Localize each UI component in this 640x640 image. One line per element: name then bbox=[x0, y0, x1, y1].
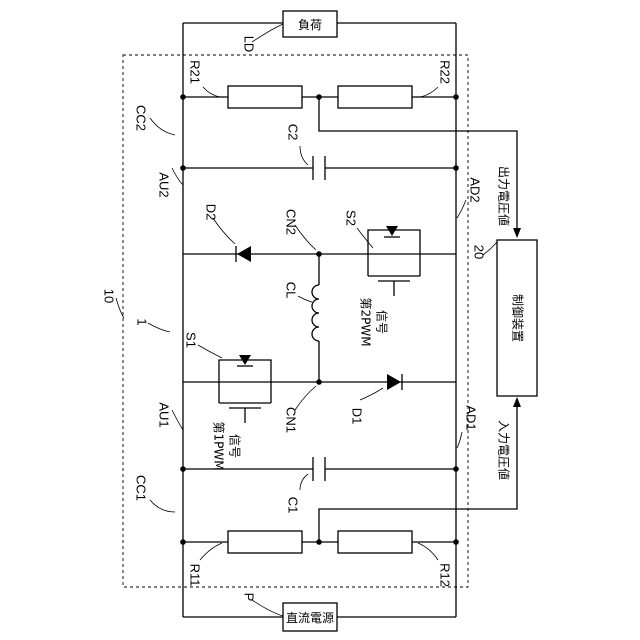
diode-d1 bbox=[387, 374, 401, 390]
pwm1-signal-label: 信号 bbox=[228, 434, 242, 458]
switch-s2-diode bbox=[386, 226, 398, 236]
load-label: 負荷 bbox=[298, 18, 322, 32]
cn2-label: CN2 bbox=[284, 209, 299, 235]
au1-label: AU1 bbox=[157, 402, 172, 427]
input-voltage-label: 入力電圧値 bbox=[497, 420, 512, 480]
au2-label: AU2 bbox=[157, 172, 172, 197]
inductor-cl bbox=[312, 285, 319, 341]
diode-d2 bbox=[237, 246, 251, 262]
s2-label: S2 bbox=[344, 210, 359, 226]
resistor-r21 bbox=[228, 86, 302, 108]
d1-label: D1 bbox=[350, 408, 365, 425]
input-sense-line bbox=[319, 399, 517, 542]
r11-label: R11 bbox=[188, 564, 203, 587]
s1-label: S1 bbox=[184, 332, 199, 348]
p-label: P bbox=[242, 593, 257, 602]
c2-label: C2 bbox=[286, 124, 301, 141]
ad1-label: AD1 bbox=[464, 405, 479, 430]
ad2-label: AD2 bbox=[468, 177, 483, 202]
r21-label: R21 bbox=[188, 60, 203, 84]
pwm1-label: 第1PWM bbox=[212, 421, 226, 470]
controller-20-label: 20 bbox=[472, 245, 487, 259]
pwm2-signal-label: 信号 bbox=[375, 310, 389, 334]
ld-label: LD bbox=[242, 36, 257, 53]
c1-label: C1 bbox=[286, 497, 301, 514]
pwm2-label: 第2PWM bbox=[359, 297, 373, 346]
controller-label: 制御装置 bbox=[511, 294, 526, 342]
r12-label: R12 bbox=[438, 563, 453, 587]
cc1-label: CC1 bbox=[134, 475, 149, 501]
resistor-r11 bbox=[228, 531, 302, 553]
device-10-label: 10 bbox=[102, 289, 117, 303]
device-1-label: 1 bbox=[135, 318, 150, 325]
resistor-r12 bbox=[338, 531, 412, 553]
d2-label: D2 bbox=[204, 204, 219, 221]
cl-label: CL bbox=[284, 282, 299, 299]
cc2-label: CC2 bbox=[134, 105, 149, 131]
output-voltage-label: 出力電圧値 bbox=[497, 166, 512, 226]
dc-source-label: 直流電源 bbox=[286, 611, 334, 625]
cn1-label: CN1 bbox=[284, 407, 299, 433]
resistor-r22 bbox=[338, 86, 412, 108]
r22-label: R22 bbox=[438, 60, 453, 84]
